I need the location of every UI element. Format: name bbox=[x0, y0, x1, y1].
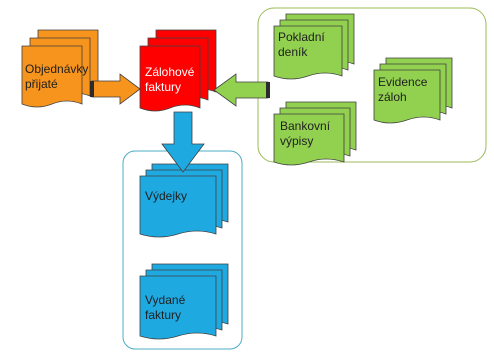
label-zalohove-2: faktury bbox=[145, 80, 181, 94]
doc-stack-objednavky: Objednávky přijaté bbox=[21, 29, 99, 108]
doc-stack-bankovni: Bankovní výpisy bbox=[273, 101, 357, 166]
label-objednavky-2: přijaté bbox=[25, 77, 58, 91]
doc-stack-zalohove: Zálohové faktury bbox=[139, 29, 217, 112]
doc-stack-vydane: Vydané faktury bbox=[139, 263, 229, 340]
doc-stack-vydejky: Výdejky bbox=[139, 163, 229, 238]
label-pokladni-1: Pokladní bbox=[278, 30, 325, 44]
arrow-group-to-zalohove bbox=[213, 73, 270, 107]
label-pokladni-2: deník bbox=[278, 45, 308, 59]
label-zalohove-1: Zálohové bbox=[145, 65, 195, 79]
label-vydane-2: faktury bbox=[145, 308, 181, 322]
label-bankovni-1: Bankovní bbox=[280, 119, 331, 133]
label-evidence-2: záloh bbox=[378, 90, 407, 104]
doc-stack-evidence: Evidence záloh bbox=[373, 57, 453, 124]
label-vydane-1: Vydané bbox=[145, 293, 186, 307]
label-objednavky-1: Objednávky bbox=[25, 62, 88, 76]
arrow-objednavky-to-zalohove bbox=[90, 73, 141, 105]
label-vydejky-1: Výdejky bbox=[145, 189, 187, 203]
doc-stack-pokladni: Pokladní deník bbox=[273, 13, 355, 80]
arrow-zalohove-to-vydejky bbox=[161, 111, 205, 173]
label-bankovni-2: výpisy bbox=[280, 134, 313, 148]
label-evidence-1: Evidence bbox=[378, 75, 428, 89]
